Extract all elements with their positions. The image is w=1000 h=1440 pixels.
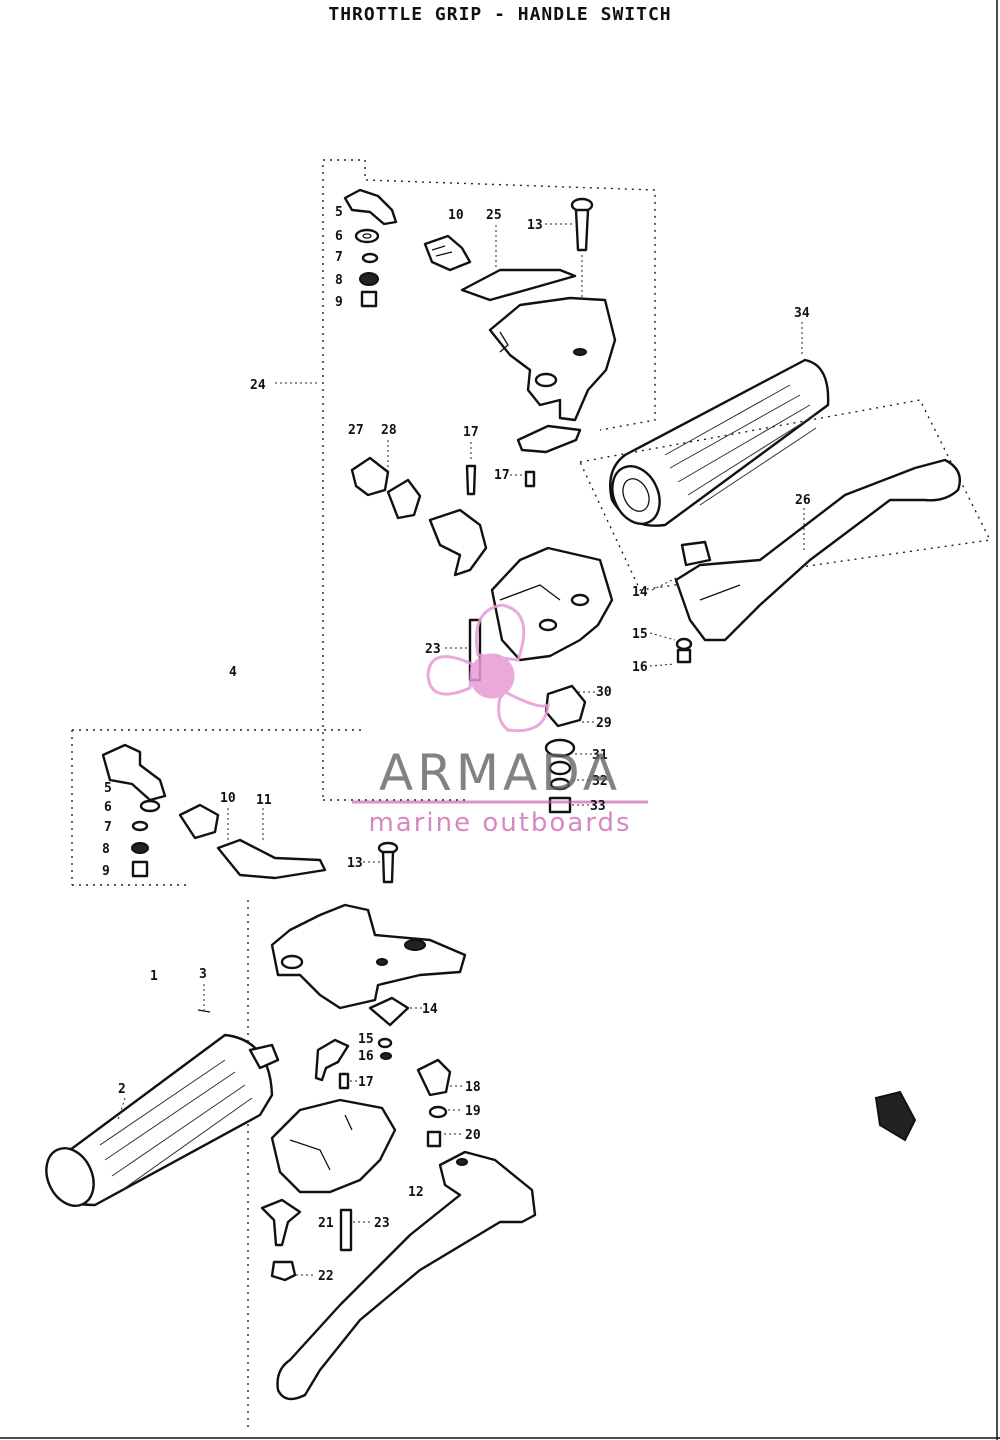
callout-label: 19	[465, 1104, 481, 1119]
callout-label: 7	[104, 820, 112, 835]
upper-lever-hardware	[649, 577, 693, 667]
lower-hardware-21-22-23	[260, 1198, 372, 1282]
callout-label: 10	[220, 791, 236, 806]
watermark-tagline: marine outboards	[368, 808, 632, 838]
callout-label: 6	[335, 229, 343, 244]
callout-label: 17	[358, 1075, 374, 1090]
armada-propeller-logo	[426, 603, 550, 733]
upper-switch-lever-5	[343, 188, 398, 226]
callout-label: 14	[422, 1002, 438, 1017]
callout-label: 14	[632, 585, 648, 600]
callout-label: 33	[590, 799, 606, 814]
clutch-lever-26	[674, 458, 962, 642]
callout-labels: 5 6 7 8 9 10 25 13 24 34 27 28 17 17 26 …	[102, 205, 811, 1284]
upper-base-plate	[516, 424, 582, 454]
upper-screw-17	[465, 442, 536, 496]
lower-switch-housing-top	[270, 903, 467, 1010]
small-part-fragment	[874, 1090, 917, 1142]
callout-label: 16	[358, 1049, 374, 1064]
callout-label: 11	[256, 793, 272, 808]
callout-label: 17	[494, 468, 510, 483]
throttle-grip-2	[45, 1033, 280, 1207]
brake-lever-12	[276, 1150, 537, 1401]
upper-switch-part-28	[386, 440, 422, 520]
callout-label: 28	[381, 423, 397, 438]
callout-label: 7	[335, 250, 343, 265]
upper-spring-washer-7	[361, 252, 379, 264]
lower-switch-assembly-frame	[71, 729, 365, 1430]
callout-label: 10	[448, 208, 464, 223]
callout-label: 20	[465, 1128, 481, 1143]
callout-label: 9	[102, 864, 110, 879]
callout-label: 32	[592, 774, 608, 789]
upper-contact-plate-10	[423, 234, 472, 272]
callout-label: 24	[250, 378, 266, 393]
callout-label: 6	[104, 800, 112, 815]
callout-label: 27	[348, 423, 364, 438]
callout-label: 15	[358, 1032, 374, 1047]
callout-label: 18	[465, 1080, 481, 1095]
lower-washer-6	[139, 799, 161, 813]
upper-switch-wire-25	[460, 225, 577, 302]
callout-label: 8	[335, 273, 343, 288]
callout-label: 23	[374, 1216, 390, 1231]
lower-contact-10	[178, 803, 229, 840]
watermark-brand-name: ARMADA	[378, 744, 622, 802]
callout-label: 13	[527, 218, 543, 233]
callout-label: 21	[318, 1216, 334, 1231]
callout-label: 26	[795, 493, 811, 508]
callout-label: 15	[632, 627, 648, 642]
lower-hardware-3	[197, 984, 211, 1013]
lower-screw-9	[131, 860, 149, 878]
callout-label: 5	[104, 781, 112, 796]
lower-switch-lever-5	[101, 743, 167, 802]
lower-hardware-15-16-17	[314, 1037, 393, 1090]
callout-label: 23	[425, 642, 441, 657]
page-title: THROTTLE GRIP - HANDLE SWITCH	[328, 4, 672, 25]
callout-label: 22	[318, 1269, 334, 1284]
lower-switch-housing-bottom	[270, 1098, 397, 1194]
lower-hardware-18-19-20	[416, 1058, 462, 1148]
callout-label: 34	[794, 306, 810, 321]
upper-screw-9	[360, 290, 378, 308]
upper-switch-body	[428, 508, 614, 662]
callout-label: 13	[347, 856, 363, 871]
callout-label: 16	[632, 660, 648, 675]
upper-washer-6	[354, 228, 380, 244]
lower-spring-washer-7	[131, 820, 149, 832]
upper-nut-8	[359, 272, 379, 286]
callout-label: 30	[596, 685, 612, 700]
callout-label: 4	[229, 665, 237, 680]
upper-switch-assembly-frame	[275, 159, 656, 801]
left-handlebar-grip-34	[608, 322, 830, 527]
callout-label: 3	[199, 967, 207, 982]
callout-label: 8	[102, 842, 110, 857]
callout-label: 31	[592, 748, 608, 763]
lower-switch-wire-11	[216, 808, 327, 880]
callout-label: 5	[335, 205, 343, 220]
callout-label: 25	[486, 208, 502, 223]
callout-label: 1	[150, 969, 158, 984]
callout-label: 12	[408, 1185, 424, 1200]
lower-screw-13	[363, 841, 399, 884]
callout-label: 17	[463, 425, 479, 440]
lower-shim-14	[368, 996, 422, 1027]
callout-label: 29	[596, 716, 612, 731]
callout-label: 2	[118, 1082, 126, 1097]
upper-switch-housing	[488, 296, 617, 422]
callout-label: 9	[335, 295, 343, 310]
lower-nut-8	[131, 842, 149, 854]
upper-switch-knob-27	[350, 456, 390, 497]
